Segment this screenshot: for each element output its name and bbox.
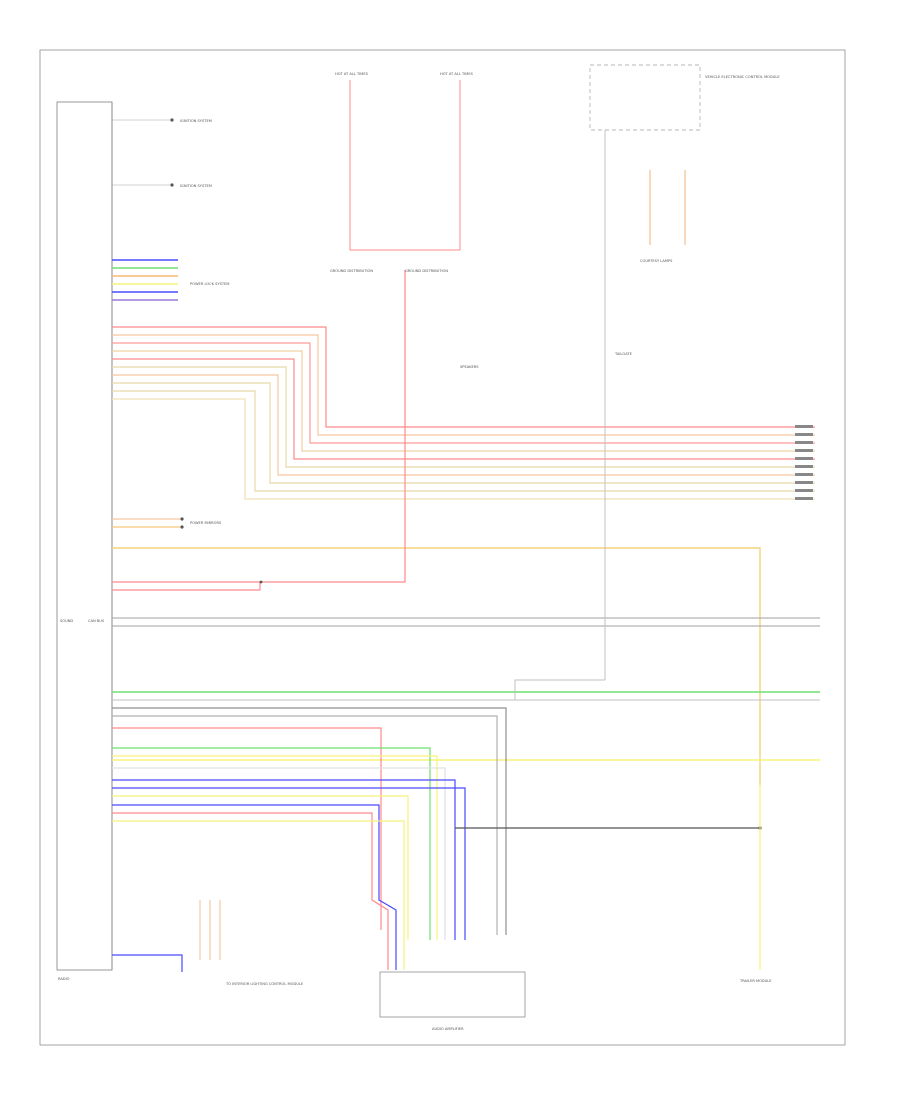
amplifier-module — [379, 971, 526, 1018]
amplifier-wires — [112, 707, 507, 970]
main-connector — [56, 101, 113, 971]
fuse-label-right: HOT AT ALL TIMES — [440, 72, 474, 76]
power-mirrors-label: POWER MIRRORS — [190, 521, 222, 525]
note-block: TO INTERIOR LIGHTING CONTROL MODULE — [225, 982, 304, 986]
ignition-label-2: IGNITION SYSTEM — [180, 184, 212, 188]
top-pins — [112, 119, 170, 186]
ground-label-right: GROUND DISTRIBUTION — [405, 269, 448, 273]
tailgate-label: TAILGATE — [614, 352, 633, 356]
ignition-label-1: IGNITION SYSTEM — [180, 119, 212, 123]
diagram-frame — [39, 49, 846, 1046]
bottom-left-label: RADIO — [58, 977, 70, 981]
fuse-group-left — [349, 80, 461, 251]
terminal — [170, 118, 174, 122]
speakers-label: SPEAKERS — [460, 365, 479, 369]
power-lock-label: POWER LOCK SYSTEM — [190, 282, 230, 286]
fuse-label-left: HOT AT ALL TIMES — [335, 72, 369, 76]
can-bus-label: CAN BUS — [88, 619, 105, 623]
bottom-left-wires — [112, 900, 221, 972]
power-lock-wires — [112, 259, 178, 301]
top-right-module-label: VEHICLE ELECTRONIC CONTROL MODULE — [705, 75, 780, 79]
courtesy-label: COURTESY LAMPS — [640, 259, 673, 263]
trailer-module-label: TRAILER MODULE — [739, 979, 772, 983]
terminal — [170, 183, 174, 187]
left-sound-label: SOUND — [60, 619, 73, 623]
amplifier-label: AUDIO AMPLIFIER — [432, 1027, 464, 1031]
top-right-module — [589, 64, 701, 131]
speaker-end-labels — [795, 425, 813, 500]
tailgate-wire — [112, 547, 761, 785]
ground-label-left: GROUND DISTRIBUTION — [330, 269, 373, 273]
speaker-bus — [112, 326, 815, 500]
